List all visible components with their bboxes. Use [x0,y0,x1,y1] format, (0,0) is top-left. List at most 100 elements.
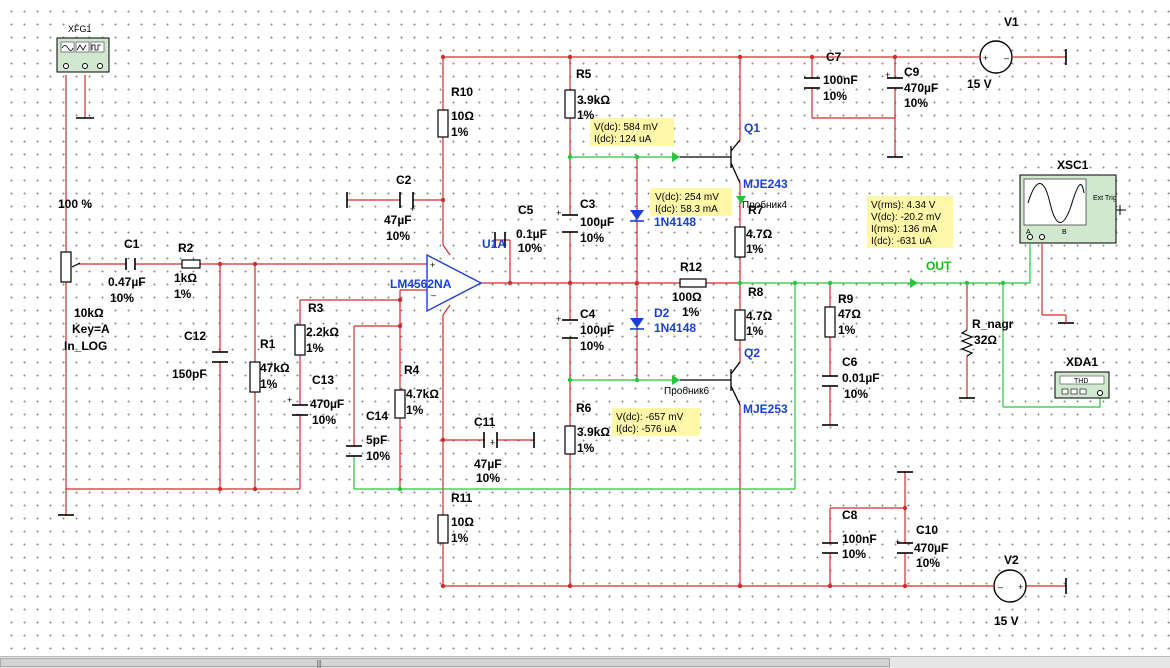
probes-q2_base-1-label: I(dc): -576 uA [616,424,677,435]
components-r5-0-label: R5 [576,67,592,81]
components-c4-0-label: C4 [580,307,596,321]
components-r1-1-label: 47kΩ [260,361,290,375]
voltage-sources: +– +– [972,40,1027,603]
components-r9-0-label: R9 [838,292,854,306]
components-c8-1-label: 100nF [842,532,877,546]
components-r3-2-label: 1% [306,341,324,355]
components-c10-2-label: 10% [916,556,940,570]
probe-boxes [590,118,953,436]
svg-text:+: + [287,395,292,405]
components-c14-2-label: 10% [366,449,390,463]
components-r10-2-label: 1% [451,125,469,139]
red-wires [65,56,1066,587]
components-c10-0-label: C10 [916,523,938,537]
components-r12-0-label: R12 [680,260,702,274]
components-r12-1-label: 100Ω [672,290,702,304]
oscilloscope[interactable] [1019,174,1126,244]
probe-name-6: Пробник6 [664,385,710,397]
xda-thd: THD [1074,378,1088,385]
components-q1-0-label: Q1 [744,121,760,135]
components-c1-0-label: C1 [124,237,140,251]
components-rnagr-1-label: 32Ω [974,333,997,347]
scrollbar-thumb[interactable]: ||| [0,658,890,668]
pot-body [60,251,72,283]
components-r4-0-label: R4 [404,363,420,377]
components-r8-1-label: 4.7Ω [746,309,773,323]
components-c14-0-label: C14 [366,409,388,423]
components-c3-0-label: C3 [580,197,596,211]
junctions-green [397,154,1006,492]
components-c1-2-label: 10% [110,291,134,305]
components-c11-2-label: 10% [476,471,500,485]
components-c8-0-label: C8 [842,508,858,522]
components-c4-1-label: 100µF [580,323,614,337]
components-r5-2-label: 1% [577,108,595,122]
probe-arrows [672,152,918,385]
components-c14-1-label: 5pF [366,433,387,447]
components-c6-1-label: 0.01µF [842,371,880,385]
svg-text:+: + [885,70,890,80]
r4-body [394,389,406,419]
probe-name-4: Пробник4 [742,199,788,211]
r1-body [249,361,261,393]
components-r4-2-label: 1% [406,403,424,417]
r11-body [437,514,449,544]
components-r11-0-label: R11 [451,491,473,505]
v2-name: V2 [1004,553,1019,567]
probes-diode-0-label: V(dc): 254 mV [655,192,719,203]
svg-text:–: – [998,582,1003,592]
xsc-ext-trig: Ext Trig [1093,195,1117,202]
components-u1-0-label: U1A [482,237,506,251]
components-c2-2-label: 10% [386,229,410,243]
r10-body [437,109,449,138]
probes-diode-1-label: I(dc): 58.3 mA [655,204,718,215]
function-generator[interactable] [56,37,110,73]
probe-box-out [867,196,953,248]
ground-symbols [58,49,1074,594]
xsc-label: XSC1 [1057,158,1089,172]
components-c6-2-label: 10% [844,387,868,401]
components-r6-2-label: 1% [577,441,595,455]
probe-box-q1 [590,118,674,146]
components-c9-1-label: 470µF [904,81,938,95]
components-rnagr-0-label: R_nagr [972,317,1014,331]
v2-value: 15 V [994,614,1019,628]
components-r1-0-label: R1 [260,337,276,351]
diodes [630,210,644,330]
components-r7-1-label: 4.7Ω [746,227,773,241]
components-c1-1-label: 0.47µF [108,275,146,289]
r3-body [294,324,306,356]
xfg-label: XFG1 [68,24,92,34]
r8-body [734,309,746,341]
components-u1-1-label: LM4562NA [390,277,452,291]
components-r10-0-label: R10 [451,85,473,99]
svg-text:+: + [983,53,988,63]
probes-q2_base-0-label: V(dc): -657 mV [616,412,684,423]
xsc-ch-a: A [1026,229,1031,236]
labels: XFG1 XSC1 Ext Trig A B XDA1 THD V1 15 V … [58,15,1117,628]
svg-text:+: + [895,537,900,547]
resistor-bodies [60,89,836,544]
probes-out-2-label: I(rms): 136 mA [871,224,937,235]
probe-box-diode [650,188,732,216]
components-c11-0-label: C11 [474,415,496,429]
r5-body [564,89,576,119]
components-r6-0-label: R6 [576,401,592,415]
rnagr-zigzag [960,329,974,357]
components-r12-2-label: 1% [682,305,700,319]
components-c13-0-label: C13 [312,373,334,387]
components-c4-2-label: 10% [580,339,604,353]
svg-text:+: + [556,314,561,324]
svg-text:+: + [410,204,415,214]
probes-q1_base-0-label: V(dc): 584 mV [594,122,658,133]
transistors [680,139,741,406]
horizontal-scrollbar[interactable]: ||| [0,656,1170,668]
distortion-analyzer[interactable] [1054,371,1110,399]
green-wires [353,156,1101,490]
components-r2-2-label: 1% [174,287,192,301]
svg-text:+: + [556,208,561,218]
components-r11-1-label: 10Ω [451,515,474,529]
probes-out-1-label: V(dc): -20.2 mV [871,212,941,223]
components-r9-2-label: 1% [838,323,856,337]
